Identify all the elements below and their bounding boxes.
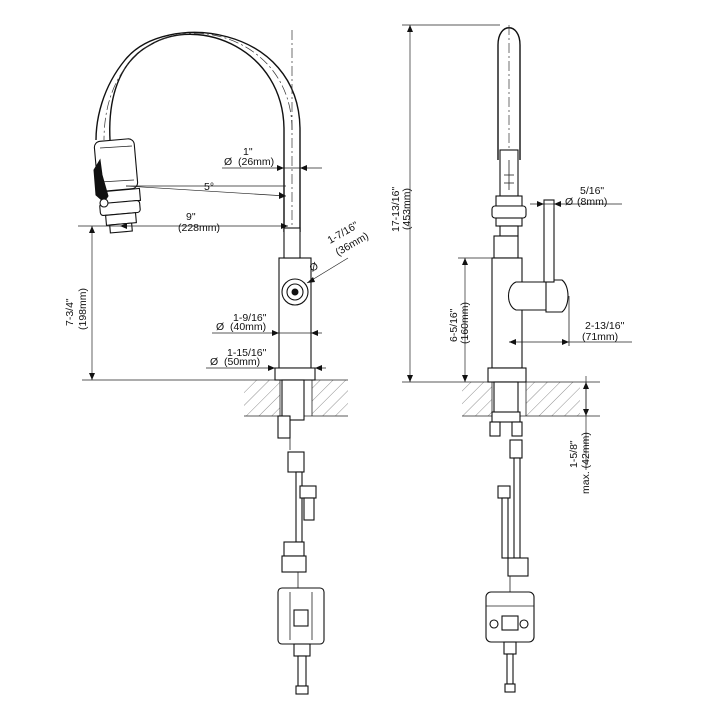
handle-reach-mm: (71mm): [582, 331, 618, 343]
front-view: 17-13/16" (453mm) 5/16" Ø (8mm) 6-5/16" …: [390, 24, 632, 693]
spout-front: [491, 25, 527, 385]
spray-head: [93, 138, 142, 234]
faucet-body: [274, 227, 316, 381]
side-view: 1" Ø (26mm) 5° 9" (228mm) Ø 1-7/16" (36m…: [64, 30, 371, 695]
spray-angle-label: 5°: [204, 181, 214, 193]
body-height-inch: 6-5/16": [448, 308, 460, 342]
dimension-handle-diameter: Ø 1-7/16" (36mm): [306, 219, 371, 284]
countertop-right: [462, 381, 600, 417]
plumbing-right: [485, 381, 535, 693]
base-dia-mm: (50mm): [224, 356, 260, 368]
dimension-spray-angle: 5°: [125, 181, 287, 199]
reach-inch: 9": [186, 211, 196, 223]
outlet-dia-inch: 1": [243, 146, 253, 158]
diameter-symbol: Ø: [565, 196, 573, 208]
countertop-left: [244, 379, 348, 417]
dimension-deck-thickness: 1-5/8" max. (42mm): [568, 376, 592, 494]
dimension-spout-height: 7-3/4" (198mm): [64, 226, 244, 381]
total-height-inch: 17-13/16": [390, 187, 402, 232]
dimension-handle-reach: 2-13/16" (71mm): [509, 296, 632, 346]
handle-reach-inch: 2-13/16": [585, 320, 625, 332]
deck-thickness-inch: 1-5/8": [568, 440, 580, 468]
spout-height-inch: 7-3/4": [64, 298, 76, 326]
dimension-total-height: 17-13/16" (453mm): [390, 24, 500, 383]
total-height-mm: (453mm): [401, 188, 413, 230]
outlet-dia-mm: (26mm): [238, 156, 274, 168]
lever-dia-mm: (8mm): [577, 196, 607, 208]
diameter-symbol: Ø: [216, 321, 224, 333]
dimension-outlet-diameter: 1" Ø (26mm): [222, 146, 322, 171]
base-dia-inch: 1-15/16": [227, 347, 267, 359]
dimension-base-diameter: 1-15/16" Ø (50mm): [206, 347, 326, 371]
lever-dia-inch: 5/16": [580, 185, 604, 197]
dimension-body-height: 6-5/16" (160mm): [448, 257, 492, 382]
diameter-symbol: Ø: [224, 156, 232, 168]
dimension-reach: 9" (228mm): [78, 211, 288, 234]
body-height-mm: (160mm): [459, 302, 471, 344]
body-dia-mm: (40mm): [230, 321, 266, 333]
deck-thickness-mm: max. (42mm): [580, 432, 592, 494]
dimension-body-diameter: 1-9/16" Ø (40mm): [212, 312, 322, 336]
diameter-symbol: Ø: [210, 356, 218, 368]
reach-mm: (228mm): [178, 222, 220, 234]
dimension-lever-diameter: 5/16" Ø (8mm): [530, 185, 622, 208]
body-dia-inch: 1-9/16": [233, 312, 267, 324]
plumbing-left: [277, 379, 325, 695]
body-front: [487, 199, 569, 383]
spout-height-mm: (198mm): [77, 288, 89, 330]
